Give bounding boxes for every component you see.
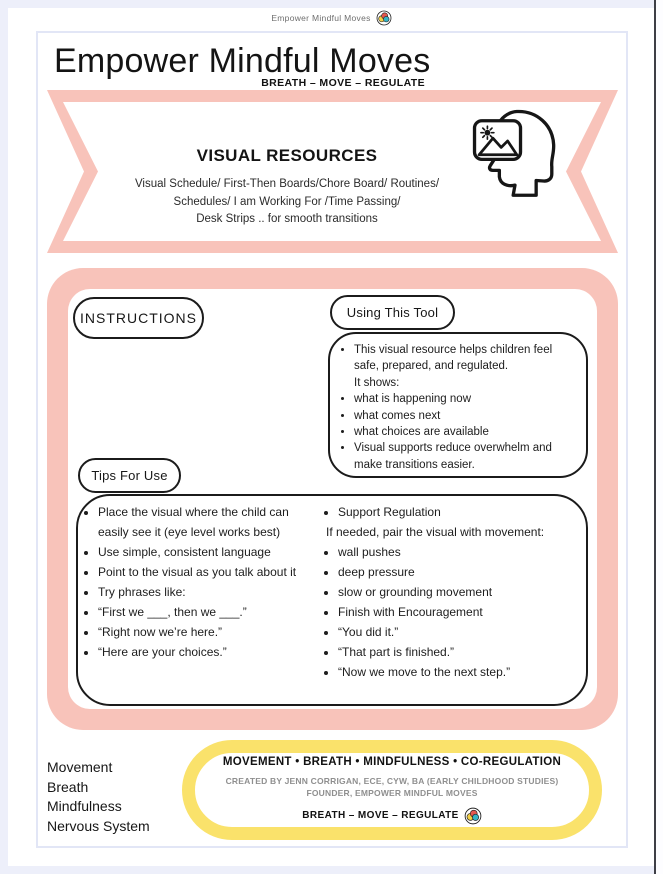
tips-bullet: Point to the visual as you talk about it: [98, 562, 320, 582]
page-title: Empower Mindful Moves: [54, 42, 431, 80]
pillar-item: Nervous System: [47, 817, 150, 834]
using-tool-bullet: what choices are available: [354, 424, 580, 440]
badge-headline: MOVEMENT • BREATH • MINDFULNESS • CO-REG…: [222, 755, 562, 768]
tips-for-use-label-pill: Tips For Use: [78, 458, 181, 493]
brand-logo-icon: [464, 807, 482, 824]
tips-bullet: Finish with Encouragement: [338, 602, 580, 622]
using-tool-bullet: what is happening now: [354, 391, 580, 407]
pillar-item: Mindfulness: [47, 798, 122, 814]
tips-right-column: Support Regulation If needed, pair the v…: [324, 502, 580, 704]
tips-bullet: “First we ___, then we ___.”: [98, 602, 320, 622]
tips-right-top-list: Support Regulation: [324, 502, 580, 522]
badge-motto-row: BREATH – MOVE – REGULATE: [302, 807, 482, 825]
tips-bullet: Support Regulation: [338, 502, 580, 522]
tips-bullet: wall pushes: [338, 542, 580, 562]
using-tool-bullet: Visual supports reduce overwhelm and mak…: [354, 440, 580, 473]
using-tool-bullet: This visual resource helps children feel…: [354, 342, 580, 391]
tips-bullet: Place the visual where the child can eas…: [98, 502, 320, 542]
head-with-image-icon: [469, 106, 561, 203]
banner-heading: VISUAL RESOURCES: [196, 146, 378, 165]
tips-bullet: Use simple, consistent language: [98, 542, 320, 562]
banner-line-2: Schedules/ I am Working For /Time Passin…: [173, 195, 401, 208]
banner-description: Visual Schedule/ First-Then Boards/Chore…: [47, 176, 527, 229]
tips-bullet: “Here are your choices.”: [98, 642, 320, 662]
tips-bullet: deep pressure: [338, 562, 580, 582]
pillar-item: Breath: [47, 778, 89, 795]
page-tagline: BREATH – MOVE – REGULATE: [261, 77, 425, 89]
tips-for-use-box: Place the visual where the child can eas…: [76, 494, 588, 706]
tips-bullet: “Now we move to the next step.”: [338, 662, 580, 682]
tips-bullet: slow or grounding movement: [338, 582, 580, 602]
using-tool-bullet-list: This visual resource helps children feel…: [338, 342, 580, 473]
tips-right-note: If needed, pair the visual with movement…: [326, 525, 545, 539]
tips-right-bullet-list: wall pushes deep pressure slow or ground…: [324, 542, 580, 682]
badge-credit-2: FOUNDER, EMPOWER MINDFUL MOVES: [306, 787, 478, 798]
banner-line-1: Visual Schedule/ First-Then Boards/Chore…: [134, 178, 440, 190]
using-this-tool-label-pill: Using This Tool: [330, 295, 455, 330]
using-this-tool-box: This visual resource helps children feel…: [328, 332, 588, 478]
tips-left-bullet-list: Place the visual where the child can eas…: [84, 502, 320, 662]
tips-for-use-label: Tips For Use: [91, 468, 168, 483]
pillar-item: Movement: [47, 759, 113, 775]
window-edge-line: [654, 0, 656, 874]
badge-motto: BREATH – MOVE – REGULATE: [302, 810, 459, 821]
tips-bullet: “You did it.”: [338, 622, 580, 642]
brand-logo-icon: [376, 10, 392, 26]
footer-badge: MOVEMENT • BREATH • MINDFULNESS • CO-REG…: [182, 740, 602, 840]
badge-credit-1: CREATED BY JENN CORRIGAN, ECE, CYW, BA (…: [225, 775, 559, 786]
top-brand-text: Empower Mindful Moves: [271, 13, 371, 23]
using-this-tool-label: Using This Tool: [346, 305, 439, 320]
window-edge-strip: [656, 0, 663, 874]
footer-pillars: Movement Breath Mindfulness Nervous Syst…: [47, 758, 150, 836]
banner-line-3: Desk Strips .. for smooth transitions: [196, 213, 378, 225]
instructions-label: INSTRUCTIONS: [80, 310, 197, 326]
top-brand-bar: Empower Mindful Moves: [0, 10, 663, 26]
tips-left-column: Place the visual where the child can eas…: [84, 502, 320, 704]
tips-bullet: “Right now we’re here.”: [98, 622, 320, 642]
tips-bullet: Try phrases like:: [98, 582, 320, 602]
instructions-label-pill: INSTRUCTIONS: [73, 297, 204, 339]
tips-bullet: “That part is finished.”: [338, 642, 580, 662]
using-tool-bullet: what comes next: [354, 408, 580, 424]
